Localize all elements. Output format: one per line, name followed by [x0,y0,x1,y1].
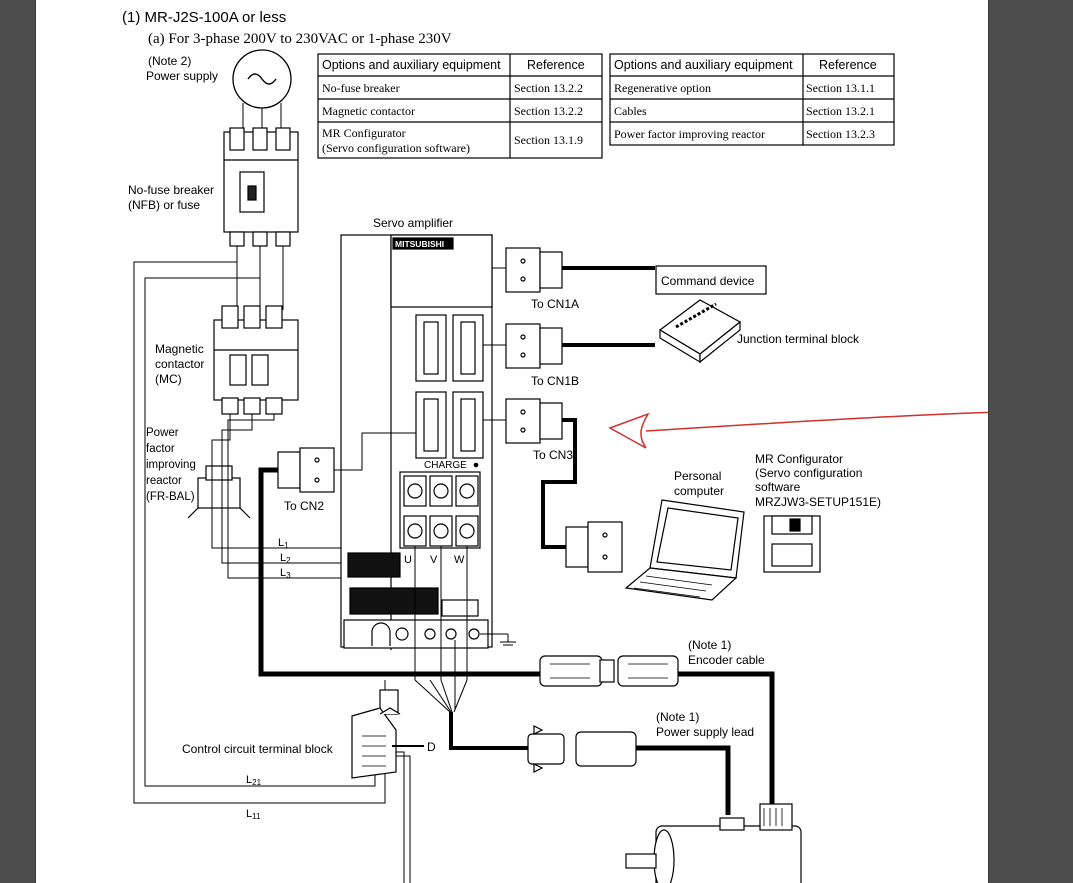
table2-row1-option: Regenerative option [614,81,711,95]
table2-header-reference: Reference [819,58,877,72]
encoder-cable-to-motor [678,671,775,812]
terminal-d-label: D [427,740,436,754]
charge-label: CHARGE [424,460,467,471]
table1-row2-reference: Section 13.2.2 [514,104,583,118]
mc-label-line3: (MC) [155,372,182,386]
servo-motor-icon [625,803,802,883]
reference-table-1 [317,53,603,159]
table2-row3-option: Power factor improving reactor [614,127,765,141]
page-subheading: (a) For 3-phase 200V to 230VAC or 1-phas… [148,31,452,47]
encoder-cable-label: Encoder cable [688,653,765,667]
power-supply-label: Power supply [146,69,218,83]
cn1b-connector-icon [505,323,563,369]
mrc-label-line4: MRZJW3-SETUP151E) [755,495,881,509]
pfr-label-line4: reactor [146,475,182,487]
pc-label-line2: computer [674,484,724,498]
junction-terminal-block-icon [658,299,742,364]
table1-row1-option: No-fuse breaker [322,81,400,95]
reference-table-2 [609,53,895,146]
no-fuse-breaker-icon [223,127,299,247]
page-edge-left [35,0,36,883]
power-lead-label: Power supply lead [656,725,754,739]
command-device-label: Command device [661,274,755,288]
power-lead-to-motor [636,745,731,815]
table1-row3-option-line2: (Servo configuration software) [322,141,470,155]
wiring-diagram: (1) MR-J2S-100A or less (a) For 3-phase … [122,9,988,883]
nfb-label-line1: No-fuse breaker [128,183,214,197]
power-lead-connector-icon [527,725,637,773]
note1b-label: (Note 1) [656,710,699,724]
manual-page: (1) MR-J2S-100A or less (a) For 3-phase … [36,0,988,883]
terminal-w-label: W [454,554,465,566]
charge-indicator [473,462,479,468]
nfb-label-line2: (NFB) or fuse [128,198,200,212]
laptop-icon [624,499,745,601]
ground-symbol [480,633,516,646]
table2-row3-reference: Section 13.2.3 [806,127,875,141]
cn1a-connector-icon [505,247,563,293]
table1-row3-reference: Section 13.1.9 [514,133,583,147]
servo-amp-label: Servo amplifier [373,216,453,230]
page-edge-right [988,0,989,883]
l2-label: L2 [280,552,291,565]
annotation-arrow-icon [608,411,988,449]
terminal-u-label: U [404,554,412,566]
pfr-label-line1: Power [146,427,179,439]
table2-header-option: Options and auxiliary equipment [614,58,793,72]
cn3-cable [541,418,577,549]
table2-row1-reference: Section 13.1.1 [806,81,875,95]
cn2-connector-icon [277,447,335,493]
mrc-label-line3: software [755,480,801,494]
table1-header-reference: Reference [527,58,585,72]
control-terminal-block-icon [351,689,401,779]
ctrl-block-label: Control circuit terminal block [182,742,334,756]
power-factor-reactor-icon [187,465,251,519]
mc-label-line2: contactor [155,357,204,371]
l11-label: L11 [246,808,261,821]
table1-header-option: Options and auxiliary equipment [322,58,501,72]
nfb-to-mc-wires [133,246,386,804]
note2-label: (Note 2) [148,54,191,68]
encoder-connector-icon [539,655,679,687]
to-cn1b-label: To CN1B [531,374,579,388]
to-cn1a-label: To CN1A [531,297,579,311]
power-lead-line [449,712,528,750]
floppy-disk-icon [763,515,821,573]
pfr-label-line5: (FR-BAL) [146,491,195,503]
servo-amplifier-icon [340,234,493,650]
terminal-v-label: V [430,554,438,566]
table1-row3-option: MR Configurator [322,126,406,140]
cn3-connector-icon [505,398,563,444]
ac-power-supply-icon [232,49,292,132]
cn2-lead [334,432,416,471]
brand-label: MITSUBISHI [395,239,444,249]
command-device-box [655,265,767,295]
cn1a-lead [491,267,506,307]
uvw-output-wires [414,546,468,713]
l3-label: L3 [280,567,291,580]
mrc-label-line2: (Servo configuration [755,466,862,480]
l21-label: L21 [246,774,262,787]
table2-row2-option: Cables [614,104,647,118]
table2-row2-reference: Section 13.2.1 [806,104,875,118]
pfr-label-line2: factor [146,443,175,455]
table1-row1-reference: Section 13.2.2 [514,81,583,95]
junction-label: Junction terminal block [737,332,860,346]
to-cn2-label: To CN2 [284,499,324,513]
mc-label-line1: Magnetic [155,342,204,356]
l1-label: L1 [278,537,289,550]
encoder-cable-line [258,467,540,677]
mrc-label-line1: MR Configurator [755,452,843,466]
pfr-label-line3: improving [146,459,196,471]
pc-connector-icon [565,521,623,573]
note1a-label: (Note 1) [688,638,731,652]
pc-label-line1: Personal [674,469,721,483]
magnetic-contactor-icon [213,305,299,415]
ctrl-block-leads [384,680,411,883]
page-heading: (1) MR-J2S-100A or less [122,9,286,26]
to-cn3-label: To CN3 [533,448,573,462]
table1-row2-option: Magnetic contactor [322,104,415,118]
